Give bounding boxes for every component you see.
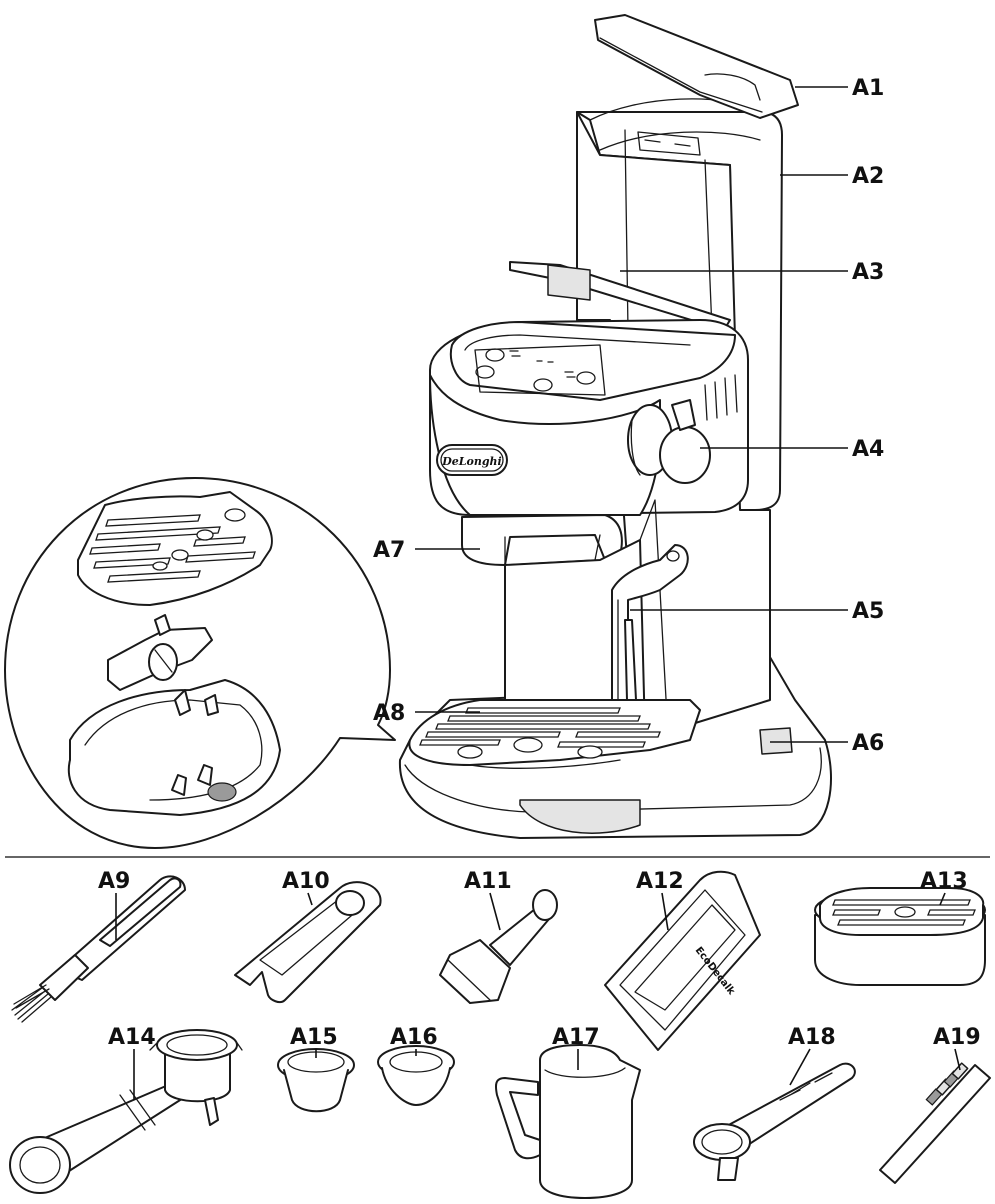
label-a16: A16 bbox=[390, 1025, 438, 1050]
label-a5: A5 bbox=[852, 599, 884, 624]
label-a15: A15 bbox=[290, 1025, 338, 1050]
single-filter bbox=[277, 1048, 355, 1113]
milk-jug bbox=[495, 1044, 641, 1199]
double-filter bbox=[377, 1045, 455, 1106]
brand-badge bbox=[436, 444, 508, 476]
callout-lines bbox=[115, 86, 961, 1100]
tamper bbox=[439, 889, 558, 1004]
water-softener bbox=[814, 887, 986, 986]
label-a4: A4 bbox=[852, 437, 884, 462]
label-a9: A9 bbox=[98, 869, 130, 894]
label-a19: A19 bbox=[933, 1025, 981, 1050]
espresso-machine: DeLonghi bbox=[398, 14, 832, 839]
portafilter bbox=[9, 1029, 243, 1194]
brand-logo: DeLonghi bbox=[441, 455, 501, 468]
drip-tray-detail-inset bbox=[4, 477, 396, 849]
label-a7: A7 bbox=[373, 538, 405, 563]
label-a2: A2 bbox=[852, 164, 884, 189]
label-a8: A8 bbox=[373, 701, 405, 726]
measuring-scoop bbox=[693, 1062, 856, 1181]
cleaning-brush bbox=[11, 875, 186, 1023]
descaler-box: EcoDecalk bbox=[604, 870, 761, 1051]
label-a14: A14 bbox=[108, 1025, 156, 1050]
label-a10: A10 bbox=[282, 869, 330, 894]
part-labels: A1 A2 A3 A4 A5 A6 A7 A8 A9 A10 A11 A12 A… bbox=[98, 76, 981, 1050]
label-a17: A17 bbox=[552, 1025, 600, 1050]
label-a11: A11 bbox=[464, 869, 512, 894]
test-strip bbox=[879, 1062, 991, 1184]
adjustment-tool bbox=[234, 881, 382, 1004]
drip-tray-slots bbox=[419, 707, 661, 759]
label-a3: A3 bbox=[852, 260, 884, 285]
label-a13: A13 bbox=[920, 869, 968, 894]
label-a18: A18 bbox=[788, 1025, 836, 1050]
label-a12: A12 bbox=[636, 869, 684, 894]
label-a6: A6 bbox=[852, 731, 884, 756]
label-a1: A1 bbox=[852, 76, 884, 101]
